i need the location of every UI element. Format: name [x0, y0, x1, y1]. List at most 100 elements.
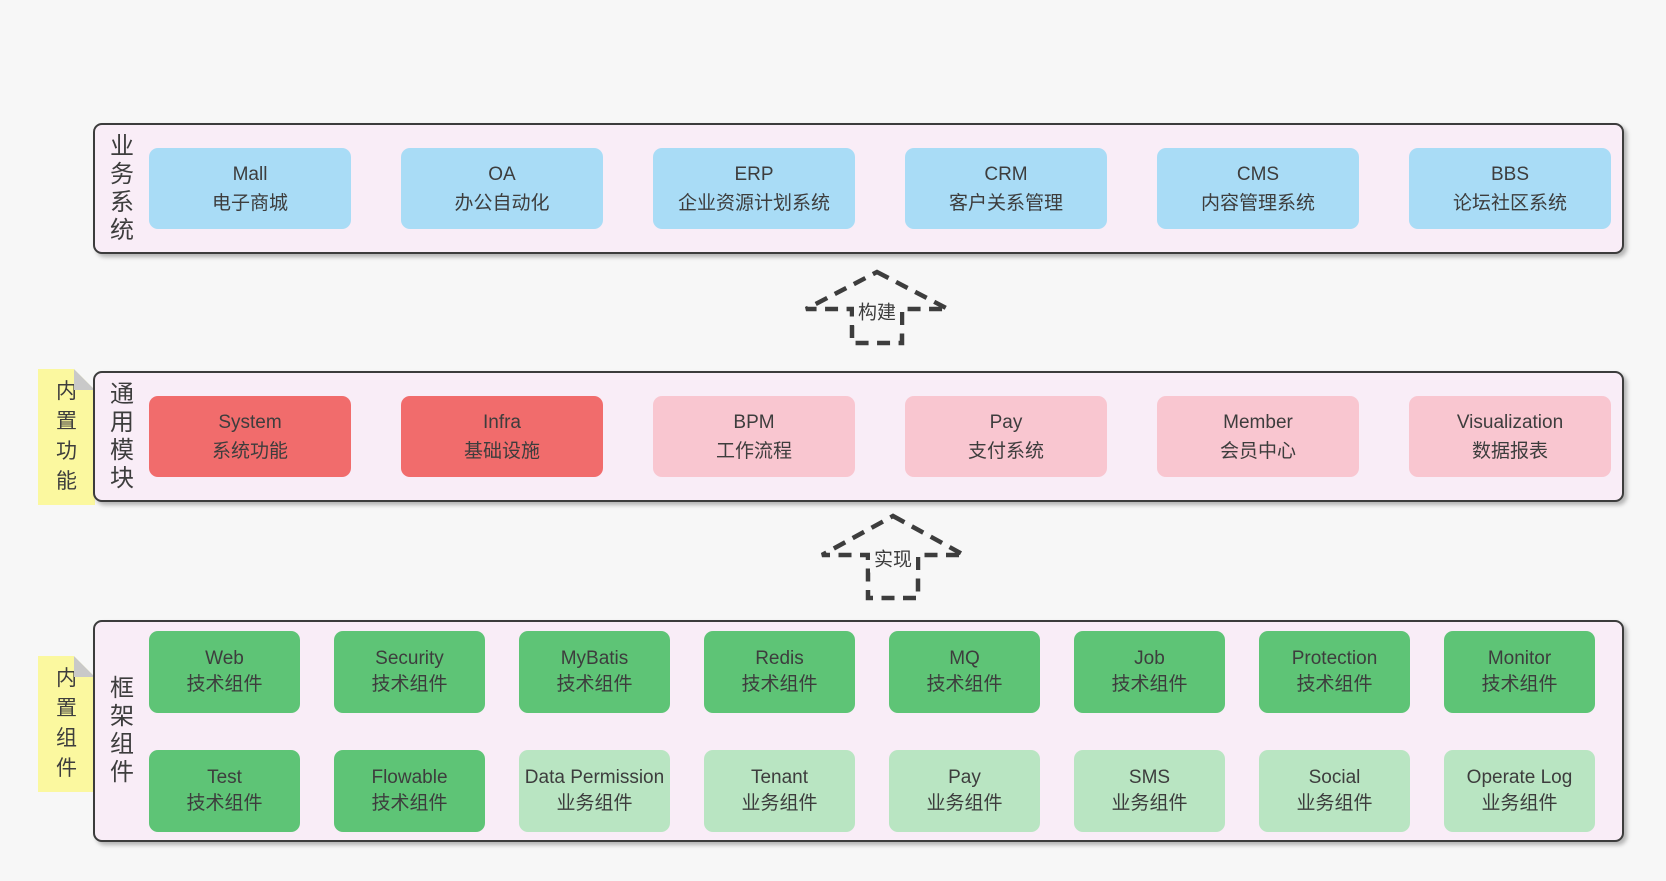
arrow-build-up: 构建 — [802, 269, 952, 346]
node-infra: Infra 基础设施 — [401, 396, 603, 477]
node-name: Social — [1308, 766, 1361, 788]
node-desc: 电子商城 — [211, 192, 288, 214]
band-common-modules: 通用模块 System 系统功能 Infra 基础设施 BPM 工作流程 Pay… — [93, 371, 1624, 502]
folded-corner-icon — [74, 656, 95, 677]
arrow-implement-up: 实现 — [818, 513, 968, 601]
node-name: BBS — [1490, 163, 1530, 185]
node-name: SMS — [1128, 766, 1171, 788]
node-name: Tenant — [750, 766, 809, 788]
arrow-build-label: 构建 — [853, 296, 901, 326]
node-desc: 业务组件 — [1111, 792, 1188, 814]
node-name: MQ — [949, 647, 980, 669]
node-visualization: Visualization 数据报表 — [1409, 396, 1611, 477]
dashed-up-arrow-icon — [820, 513, 966, 601]
framework-components-grid: Web 技术组件 Security 技术组件 MyBatis 技术组件 Redi… — [149, 622, 1622, 840]
node-desc: 技术组件 — [186, 792, 263, 814]
node-desc: 客户关系管理 — [948, 192, 1063, 214]
node-desc: 办公自动化 — [454, 192, 550, 214]
node-name: Member — [1223, 411, 1293, 433]
node-sms: SMS 业务组件 — [1074, 749, 1225, 832]
sticky-tab-label: 内置功能 — [56, 380, 77, 493]
node-bbs: BBS 论坛社区系统 — [1409, 148, 1611, 229]
node-desc: 系统功能 — [211, 440, 288, 462]
node-desc: 会员中心 — [1219, 440, 1296, 462]
node-desc: 业务组件 — [926, 792, 1003, 814]
node-job: Job 技术组件 — [1074, 630, 1225, 713]
node-desc: 技术组件 — [741, 673, 818, 695]
node-name: Job — [1134, 647, 1165, 669]
node-name: Protection — [1291, 647, 1378, 669]
node-name: BPM — [733, 411, 775, 433]
node-desc: 数据报表 — [1471, 440, 1548, 462]
node-name: Infra — [482, 411, 522, 433]
node-name: Mall — [232, 163, 268, 185]
node-name: Pay — [948, 766, 981, 788]
node-desc: 技术组件 — [556, 673, 633, 695]
node-name: CMS — [1236, 163, 1280, 185]
framework-row-2: Test 技术组件 Flowable 技术组件 Data Permission … — [149, 741, 1622, 840]
band-framework-components: 框架组件 Web 技术组件 Security 技术组件 MyBatis 技术组件… — [93, 620, 1624, 842]
node-desc: 业务组件 — [556, 792, 633, 814]
node-erp: ERP 企业资源计划系统 — [653, 148, 855, 229]
node-desc: 业务组件 — [741, 792, 818, 814]
sticky-tab-built-in-components: 内置组件 — [38, 656, 95, 792]
node-name: Security — [375, 647, 444, 669]
node-desc: 技术组件 — [1296, 673, 1373, 695]
node-desc: 业务组件 — [1296, 792, 1373, 814]
node-security: Security 技术组件 — [334, 630, 485, 713]
node-name: Web — [205, 647, 244, 669]
node-desc: 企业资源计划系统 — [677, 192, 830, 214]
node-web: Web 技术组件 — [149, 630, 300, 713]
node-name: CRM — [984, 163, 1028, 185]
common-modules-row: System 系统功能 Infra 基础设施 BPM 工作流程 Pay 支付系统… — [149, 373, 1622, 500]
node-desc: 技术组件 — [1481, 673, 1558, 695]
node-bpm: BPM 工作流程 — [653, 396, 855, 477]
band-title: 业务系统 — [110, 132, 134, 244]
node-crm: CRM 客户关系管理 — [905, 148, 1107, 229]
sticky-tab-label: 内置组件 — [56, 667, 77, 780]
node-desc: 技术组件 — [1111, 673, 1188, 695]
node-mq: MQ 技术组件 — [889, 630, 1040, 713]
dashed-up-arrow-icon — [804, 269, 950, 346]
node-system: System 系统功能 — [149, 396, 351, 477]
node-desc: 业务组件 — [1481, 792, 1558, 814]
node-name: Test — [207, 766, 242, 788]
node-desc: 技术组件 — [371, 673, 448, 695]
node-desc: 技术组件 — [371, 792, 448, 814]
node-test: Test 技术组件 — [149, 749, 300, 832]
node-name: Operate Log — [1466, 766, 1573, 788]
node-name: System — [218, 411, 282, 433]
node-name: MyBatis — [560, 647, 629, 669]
node-name: Data Permission — [524, 766, 665, 788]
node-desc: 支付系统 — [967, 440, 1044, 462]
label-framework-components: 框架组件 — [95, 622, 149, 840]
node-desc: 技术组件 — [186, 673, 263, 695]
band-business-systems: 业务系统 Mall 电子商城 OA 办公自动化 ERP 企业资源计划系统 CRM… — [93, 123, 1624, 254]
node-name: ERP — [734, 163, 774, 185]
node-mybatis: MyBatis 技术组件 — [519, 630, 670, 713]
node-name: Visualization — [1456, 411, 1564, 433]
band-title: 通用模块 — [110, 380, 134, 492]
node-operate-log: Operate Log 业务组件 — [1444, 749, 1595, 832]
node-name: Redis — [755, 647, 804, 669]
framework-row-1: Web 技术组件 Security 技术组件 MyBatis 技术组件 Redi… — [149, 622, 1622, 721]
node-tenant: Tenant 业务组件 — [704, 749, 855, 832]
node-desc: 工作流程 — [715, 440, 792, 462]
label-business-systems: 业务系统 — [95, 125, 149, 252]
node-desc: 技术组件 — [926, 673, 1003, 695]
sticky-tab-built-in-features: 内置功能 — [38, 369, 95, 505]
node-desc: 内容管理系统 — [1200, 192, 1315, 214]
node-data-permission: Data Permission 业务组件 — [519, 749, 670, 832]
folded-corner-icon — [74, 369, 95, 390]
node-redis: Redis 技术组件 — [704, 630, 855, 713]
node-flowable: Flowable 技术组件 — [334, 749, 485, 832]
node-social: Social 业务组件 — [1259, 749, 1410, 832]
node-desc: 基础设施 — [463, 440, 540, 462]
label-common-modules: 通用模块 — [95, 373, 149, 500]
node-pay-biz: Pay 业务组件 — [889, 749, 1040, 832]
node-protection: Protection 技术组件 — [1259, 630, 1410, 713]
business-systems-row: Mall 电子商城 OA 办公自动化 ERP 企业资源计划系统 CRM 客户关系… — [149, 125, 1622, 252]
band-title: 框架组件 — [110, 675, 134, 786]
node-name: Pay — [989, 411, 1023, 433]
